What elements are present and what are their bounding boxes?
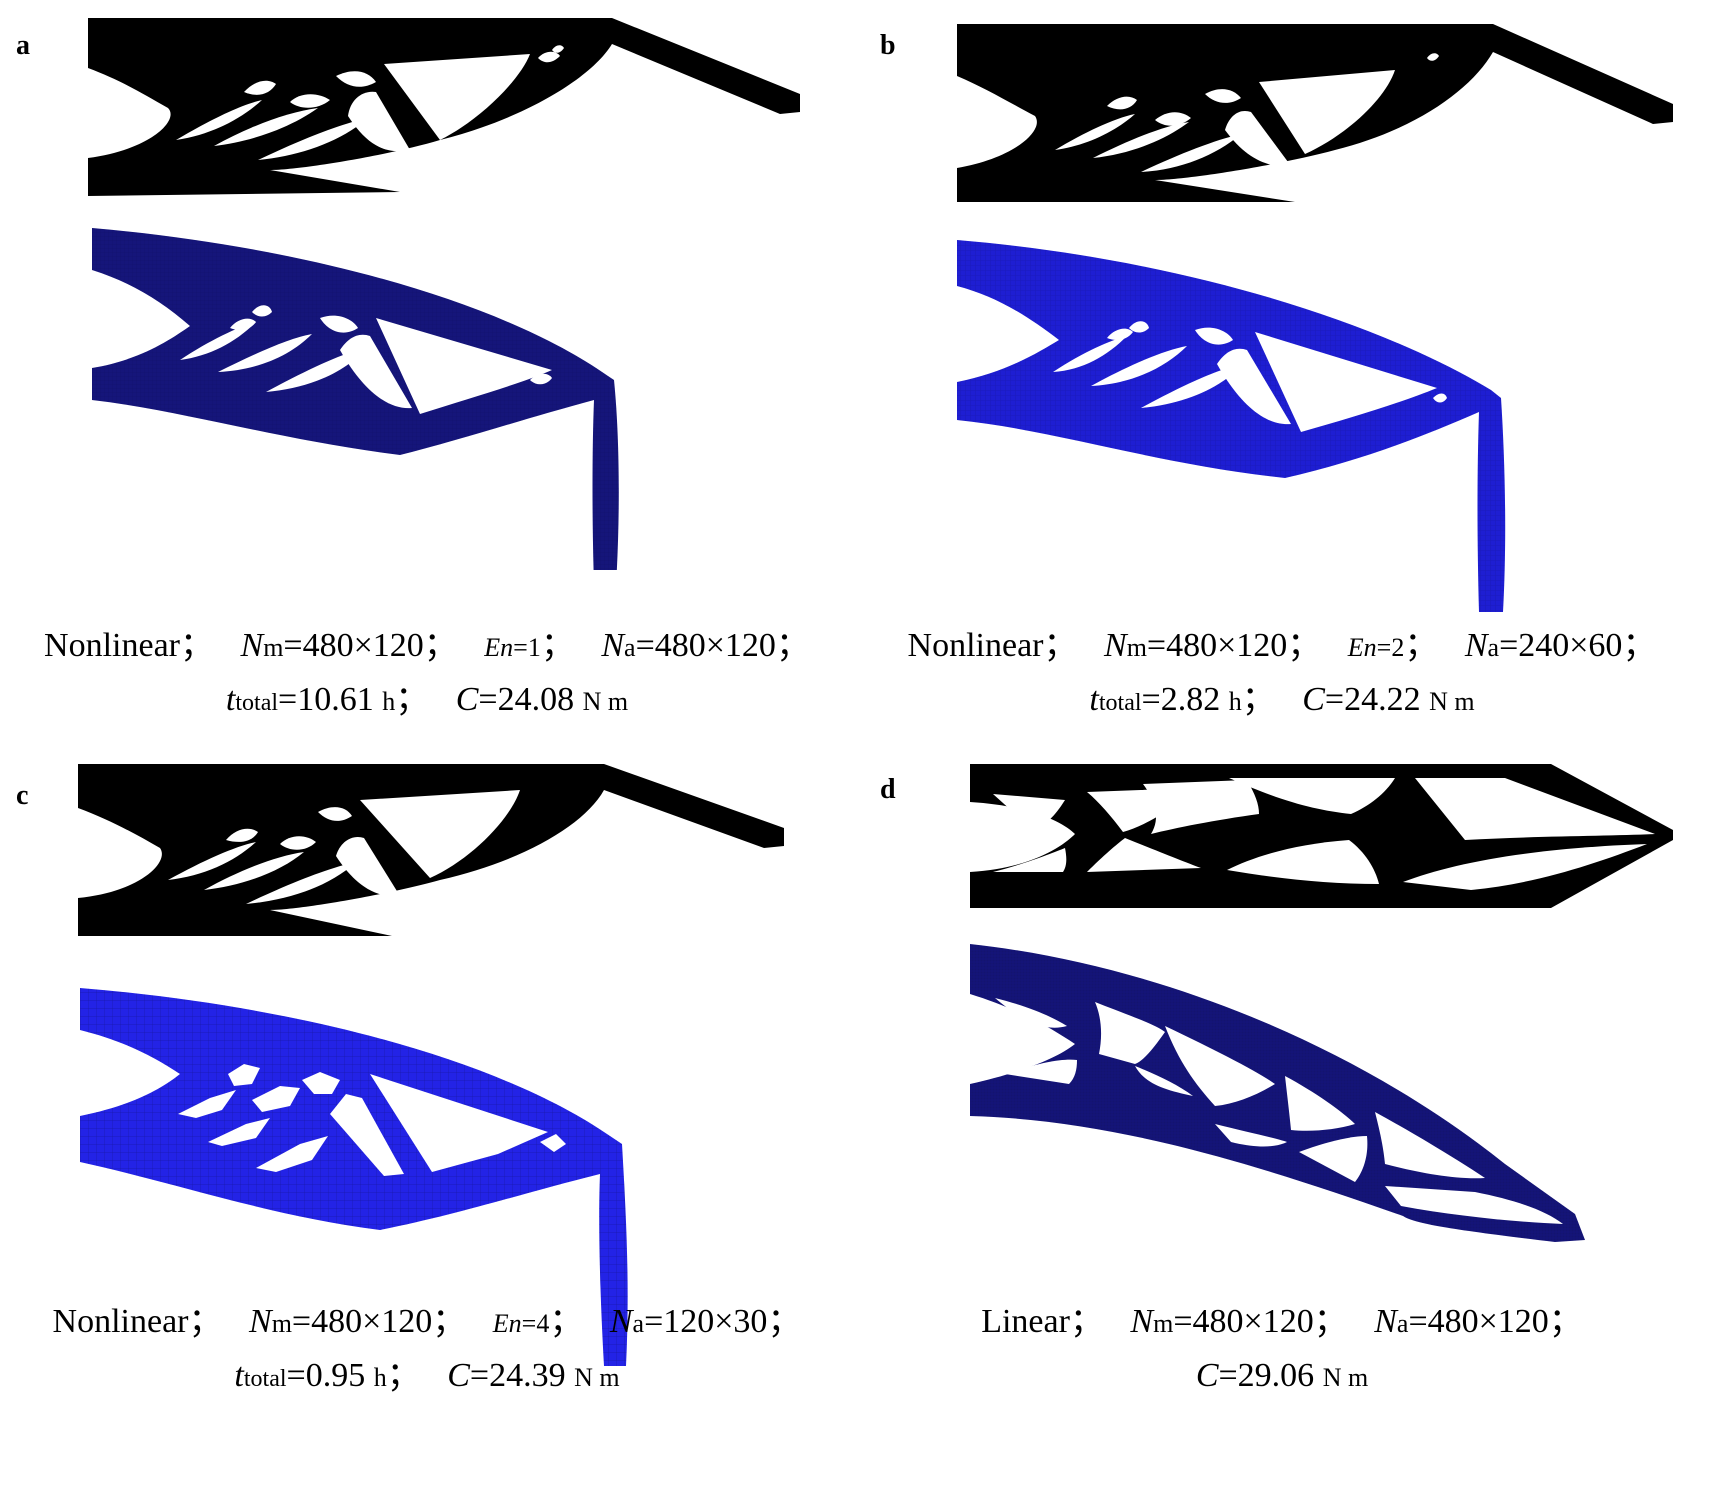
en-value: =2: [1376, 633, 1405, 662]
nm-symbol: N: [1104, 627, 1127, 664]
panel-c-figure: [78, 764, 784, 1366]
en-symbol: En: [1347, 633, 1377, 662]
panel-b-figure: [957, 24, 1673, 612]
t-symbol: t: [225, 681, 236, 718]
topology-optimized-structure: [957, 24, 1673, 202]
analysis-mode: Nonlinear: [52, 1303, 189, 1340]
caption-line-2: C=29.06 N m: [855, 1350, 1709, 1404]
t-symbol: t: [1089, 681, 1099, 718]
panel-label: d: [880, 774, 896, 805]
c-symbol: C: [447, 1357, 470, 1394]
analysis-mode: Linear: [981, 1303, 1070, 1340]
panel-b: b: [855, 0, 1709, 744]
nm-symbol: N: [249, 1303, 272, 1340]
panel-a: a: [0, 0, 854, 744]
topology-optimized-structure: [970, 764, 1673, 908]
t-subscript: total: [243, 1366, 287, 1392]
na-subscript: a: [1396, 1309, 1409, 1338]
nm-symbol: N: [1130, 1303, 1154, 1340]
c-unit: N m: [1322, 1363, 1369, 1392]
t-value: =2.82: [1141, 681, 1221, 718]
nm-value: =480×120: [283, 627, 424, 664]
na-symbol: N: [601, 627, 625, 664]
panel-label: a: [16, 30, 30, 61]
c-value: =24.39: [469, 1357, 566, 1394]
deformed-mesh-structure: [957, 240, 1506, 612]
nm-symbol: N: [240, 627, 264, 664]
nm-subscript: m: [1153, 1309, 1174, 1338]
na-symbol: N: [609, 1303, 633, 1340]
caption-line-2: ttotal=10.61 h； C=24.08 N m: [225, 681, 629, 718]
c-symbol: C: [455, 681, 479, 718]
na-value: =240×60: [1499, 627, 1623, 664]
nm-subscript: m: [263, 633, 284, 662]
en-symbol: En: [484, 633, 514, 662]
c-unit: N m: [574, 1363, 620, 1392]
t-unit: h: [382, 687, 396, 716]
analysis-mode: Nonlinear: [44, 627, 180, 664]
nm-value: =480×120: [1173, 1303, 1314, 1340]
t-value: =10.61: [278, 681, 374, 718]
analysis-mode: Nonlinear: [907, 627, 1044, 664]
topology-optimized-structure: [88, 18, 800, 196]
nm-value: =480×120: [291, 1303, 433, 1340]
t-unit: h: [373, 1363, 387, 1392]
nm-value: =480×120: [1146, 627, 1288, 664]
c-value: =24.22: [1324, 681, 1421, 718]
caption-line-2: ttotal=2.82 h； C=24.22 N m: [1089, 681, 1475, 718]
deformed-mesh-structure: [80, 988, 628, 1366]
t-unit: h: [1228, 687, 1242, 716]
caption-line-1: Nonlinear； Nm=480×120； En=2； Na=240×60；: [907, 627, 1657, 664]
panel-d-figure: [970, 764, 1673, 1242]
nm-subscript: m: [271, 1309, 292, 1338]
topology-optimized-structure: [78, 764, 784, 936]
caption-line-1: Nonlinear； Nm=480×120； En=1； Na=480×120；: [44, 627, 810, 664]
na-value: =480×120: [635, 627, 776, 664]
c-value: =24.08: [478, 681, 575, 718]
deformed-mesh-structure: [970, 944, 1585, 1242]
c-symbol: C: [1302, 681, 1325, 718]
t-subscript: total: [235, 690, 279, 716]
na-value: =480×120: [1408, 1303, 1549, 1340]
c-unit: N m: [582, 687, 629, 716]
c-value: =29.06: [1218, 1357, 1315, 1394]
na-subscript: a: [632, 1309, 645, 1338]
na-subscript: a: [1487, 633, 1500, 662]
en-value: =1: [513, 633, 541, 662]
en-value: =4: [521, 1309, 550, 1338]
panel-d-caption: Linear； Nm=480×120； Na=480×120； C=29.06 …: [855, 1296, 1709, 1404]
t-subscript: total: [1098, 690, 1142, 716]
na-symbol: N: [1374, 1303, 1397, 1340]
t-symbol: t: [234, 1357, 244, 1394]
panel-label: b: [880, 30, 896, 61]
nm-subscript: m: [1126, 633, 1147, 662]
en-symbol: En: [492, 1309, 522, 1338]
t-value: =0.95: [286, 1357, 366, 1394]
caption-line-2: ttotal=0.95 h； C=24.39 N m: [234, 1357, 620, 1394]
caption-line-1: Linear； Nm=480×120； Na=480×120；: [981, 1303, 1583, 1340]
panel-label: c: [16, 780, 29, 811]
c-unit: N m: [1429, 687, 1475, 716]
deformed-mesh-structure: [92, 228, 619, 570]
panel-c-caption: Nonlinear； Nm=480×120； En=4； Na=120×30； …: [0, 1296, 854, 1405]
panel-c: c: [0, 744, 854, 1488]
panel-a-caption: Nonlinear； Nm=480×120； En=1； Na=480×120；…: [0, 620, 854, 729]
panel-d: d: [855, 744, 1709, 1488]
c-symbol: C: [1195, 1357, 1219, 1394]
caption-line-1: Nonlinear； Nm=480×120； En=4； Na=120×30；: [52, 1303, 802, 1340]
na-subscript: a: [624, 633, 636, 662]
panel-a-figure: [88, 18, 800, 570]
na-value: =120×30: [644, 1303, 768, 1340]
na-symbol: N: [1464, 627, 1488, 664]
panel-b-caption: Nonlinear； Nm=480×120； En=2； Na=240×60； …: [855, 620, 1709, 729]
